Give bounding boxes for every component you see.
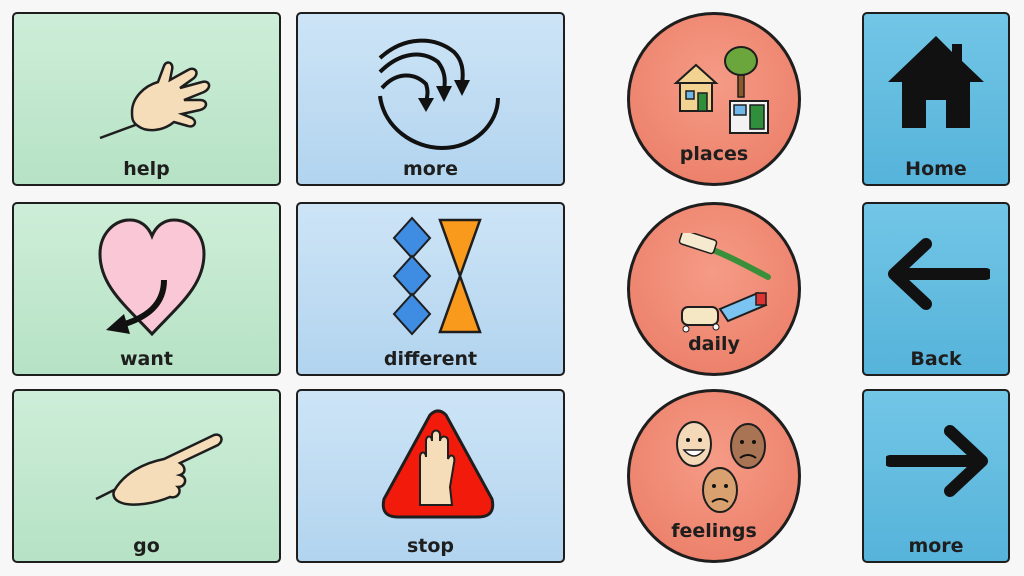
want-label: want [120, 348, 173, 370]
next-button[interactable]: more [862, 389, 1010, 563]
toothbrush-soap-icon [678, 233, 771, 333]
daily-label: daily [688, 333, 740, 355]
right-arrow-icon [886, 425, 988, 497]
feelings-label: feelings [671, 520, 757, 542]
go-button[interactable]: go [12, 389, 281, 563]
stop-hand-sign-icon [381, 409, 495, 519]
home-label: Home [905, 158, 967, 180]
more-button[interactable]: more [296, 12, 565, 186]
faces-icon [676, 421, 766, 513]
help-button[interactable]: help [12, 12, 281, 186]
next-label: more [908, 535, 964, 557]
open-hand-icon [99, 61, 211, 140]
places-button[interactable]: places [627, 12, 801, 186]
different-button[interactable]: different [296, 202, 565, 376]
stop-label: stop [406, 535, 455, 557]
different-label: different [383, 348, 478, 370]
houses-tree-icon [673, 46, 769, 134]
places-label: places [679, 143, 749, 165]
more-label: more [402, 158, 459, 180]
heart-arrow-icon [98, 218, 206, 337]
help-label: help [123, 158, 170, 180]
house-icon [888, 36, 984, 128]
feelings-button[interactable]: feelings [627, 389, 801, 563]
go-label: go [133, 535, 160, 557]
back-button[interactable]: Back [862, 202, 1010, 376]
pointing-hand-icon [95, 433, 223, 506]
daily-button[interactable]: daily [627, 202, 801, 376]
want-button[interactable]: want [12, 202, 281, 376]
diamonds-hourglass-icon [392, 216, 482, 336]
left-arrow-icon [888, 238, 990, 310]
stop-button[interactable]: stop [296, 389, 565, 563]
back-label: Back [910, 348, 962, 370]
home-button[interactable]: Home [862, 12, 1010, 186]
curved-arrows-icon [378, 38, 500, 150]
